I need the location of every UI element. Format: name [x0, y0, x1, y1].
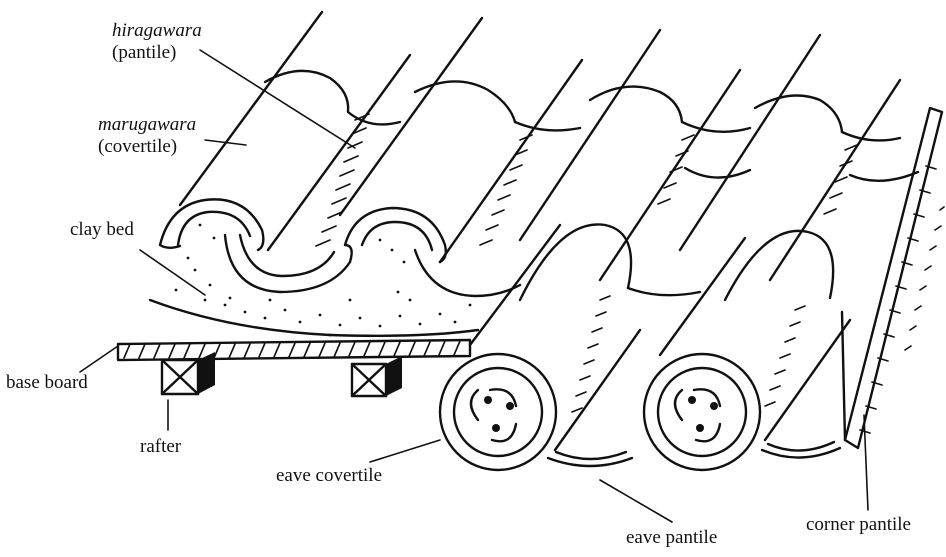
leader-lines — [80, 50, 868, 522]
back-covertile-rows — [180, 12, 900, 280]
leader-clay-bed — [140, 250, 205, 295]
covertile-joints — [265, 71, 918, 181]
eave-covertile-end-left — [440, 354, 556, 470]
label-marugawara-gloss: (covertile) — [98, 136, 177, 158]
base-board — [118, 340, 470, 360]
label-rafter: rafter — [140, 436, 181, 458]
label-hiragawara-term: hiragawara — [112, 20, 202, 42]
leader-eave-covertile — [370, 440, 440, 462]
front-eave-rows — [470, 224, 850, 450]
leader-eave-pantile — [600, 480, 672, 522]
corner-pantile — [842, 108, 944, 448]
label-clay-bed: clay bed — [70, 219, 134, 241]
label-marugawara-term: marugawara — [98, 114, 196, 136]
label-eave-covertile: eave covertile — [276, 465, 382, 487]
eave-covertile-end-right — [644, 354, 760, 470]
leader-base-board — [80, 346, 118, 372]
leader-corner-pantile — [864, 415, 868, 510]
label-hiragawara-gloss: (pantile) — [112, 42, 176, 64]
eave-pantile-ends — [548, 442, 840, 466]
cross-section — [150, 199, 520, 335]
label-base-board: base board — [6, 372, 88, 394]
label-corner-pantile: corner pantile — [806, 514, 911, 536]
leader-hiragawara — [200, 50, 355, 148]
label-eave-pantile: eave pantile — [626, 527, 717, 549]
